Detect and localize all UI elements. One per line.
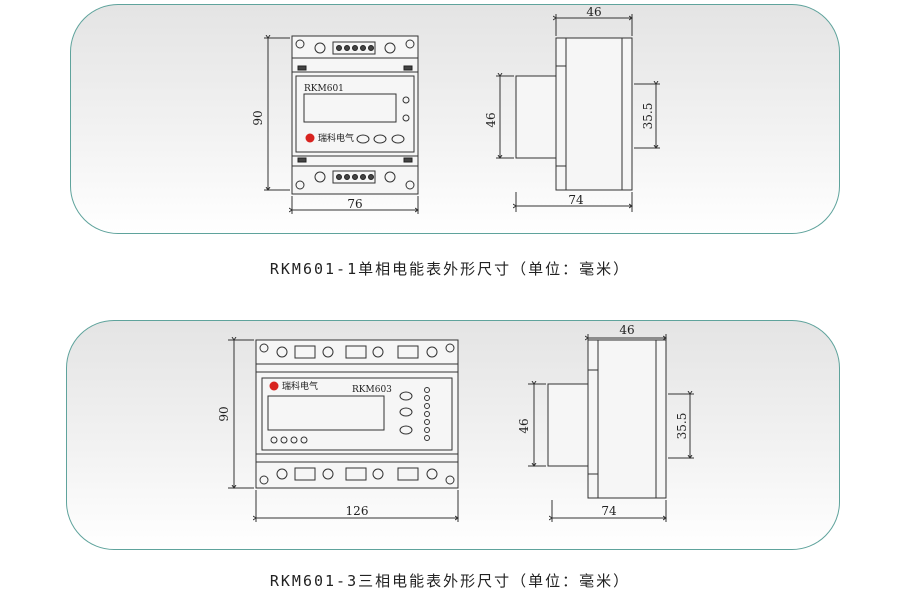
- meter3-rail-label: 35.5: [675, 413, 689, 440]
- brand-logo-icon: [305, 133, 315, 143]
- diagram-panel-single-phase: [70, 4, 840, 234]
- meter1-rail-dimension: 35.5: [634, 84, 660, 148]
- single-phase-caption: RKM601-1单相电能表外形尺寸（单位：毫米）: [269, 260, 631, 278]
- meter3-height-label: 90: [217, 406, 231, 421]
- three-phase-caption: RKM601-3三相电能表外形尺寸（单位：毫米）: [269, 572, 631, 590]
- meter1-side-height-label: 46: [484, 112, 498, 127]
- meter1-width-dimension: 76: [292, 196, 418, 214]
- meter3-width-dimension: 126: [256, 490, 458, 522]
- meter1-model-label: RKM601: [304, 84, 344, 94]
- meter1-rail-label: 35.5: [641, 103, 655, 130]
- meter1-total-depth-dimension: 74: [516, 192, 632, 212]
- meter1-depth-label: 46: [586, 5, 601, 19]
- meter3-total-depth-label: 74: [601, 504, 617, 518]
- meter3-depth-dimension: 46: [588, 323, 666, 352]
- meter3-depth-label: 46: [619, 323, 634, 337]
- meter1-side-height-dimension: 46: [484, 76, 514, 158]
- meter3-front-view: 瑞科电气 RKM603: [255, 339, 459, 489]
- meter3-side-view: [547, 339, 667, 499]
- meter3-side-height-dimension: 46: [517, 384, 546, 466]
- meter3-width-label: 126: [346, 504, 369, 518]
- meter1-height-label: 90: [251, 110, 265, 125]
- meter1-total-depth-label: 74: [568, 193, 584, 207]
- meter1-front-view: RKM601 瑞科电气: [291, 35, 419, 195]
- meter3-side-height-label: 46: [517, 418, 531, 433]
- meter1-height-dimension: 90: [251, 38, 290, 190]
- meter1-depth-dimension: 46: [556, 5, 632, 36]
- meter3-brand: 瑞科电气: [282, 380, 318, 392]
- meter1-side-view: [515, 37, 633, 191]
- meter3-height-dimension: 90: [217, 340, 254, 488]
- meter3-total-depth-dimension: 74: [552, 500, 666, 522]
- meter1-width-label: 76: [347, 197, 362, 211]
- meter3-model-label: RKM603: [352, 385, 392, 395]
- meter1-brand: 瑞科电气: [318, 132, 354, 144]
- meter3-rail-dimension: 35.5: [668, 394, 694, 458]
- brand-logo-icon: [269, 381, 279, 391]
